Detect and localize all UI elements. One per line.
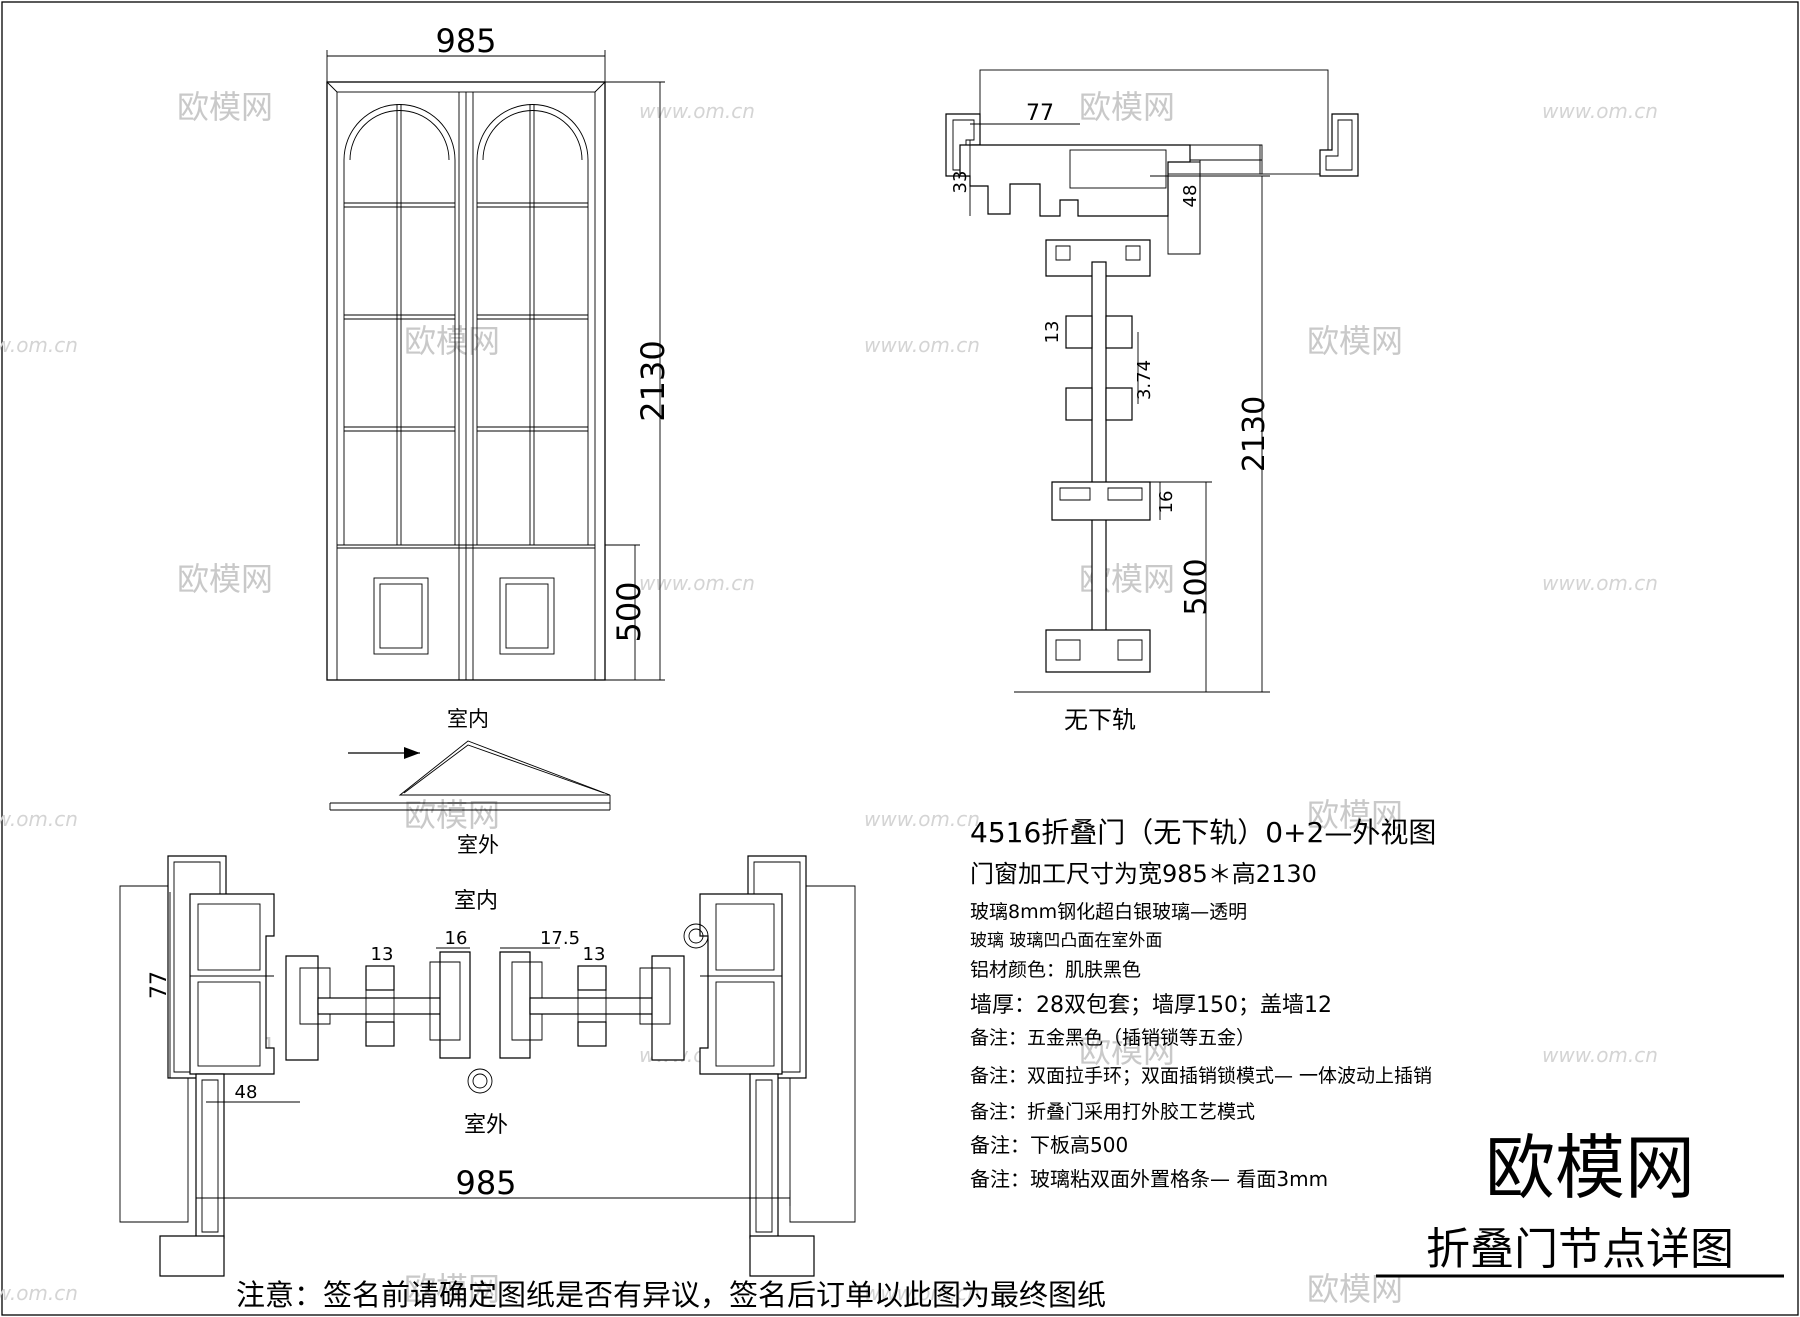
note-line-3: 玻璃8mm钢化超白银玻璃—透明	[970, 901, 1247, 923]
note-line-9: 备注：折叠门采用打外胶工艺模式	[970, 1101, 1255, 1123]
elevation-width-dim: 985	[435, 22, 496, 60]
notes-block: 4516折叠门（无下轨）0+2—外视图 门窗加工尺寸为宽985＊高2130 玻璃…	[970, 816, 1436, 1191]
watermark-url: www.om.cn	[864, 1281, 980, 1305]
watermark-brand: 欧模网	[404, 796, 500, 834]
vsec-dim-33: 33	[950, 171, 971, 194]
note-line-7: 备注：五金黑色（插销锁等五金）	[970, 1027, 1255, 1049]
title-brand: 欧模网	[1485, 1127, 1695, 1209]
plan-dim-175: 17.5	[540, 928, 580, 949]
watermark-brand: 欧模网	[404, 1270, 500, 1308]
watermark-brand: 欧模网	[1307, 796, 1403, 834]
watermark-brand: 欧模网	[177, 88, 273, 126]
vsec-dim-13: 13	[1042, 321, 1063, 344]
lock-ring-icon	[467, 1068, 493, 1094]
note-line-11: 备注：玻璃粘双面外置格条— 看面3mm	[970, 1167, 1328, 1191]
title-text: 折叠门节点详图	[1426, 1224, 1734, 1275]
plan-dim-77: 77	[147, 971, 172, 999]
watermark-url: www.om.cn	[0, 807, 78, 831]
fold-outside-label: 室外	[457, 833, 499, 857]
footer-note: 注意：签名前请确定图纸是否有异议，签名后订单以此图为最终图纸	[236, 1278, 1106, 1312]
note-line-10: 备注：下板高500	[970, 1133, 1128, 1157]
plan-dim-48: 48	[235, 1082, 258, 1103]
watermark-url: www.om.cn	[0, 1281, 78, 1305]
fold-inside-label: 室内	[447, 707, 489, 731]
watermark-layer: 欧模网 www.om.cn 欧模网 www.om.cn www.om.cn 欧模网 www.…	[0, 88, 1658, 1308]
title-block: 欧模网 折叠门节点详图	[1376, 1127, 1784, 1278]
watermark-url: www.om.cn	[639, 99, 755, 123]
vsec-dim-77: 77	[1026, 101, 1054, 126]
note-line-2: 门窗加工尺寸为宽985＊高2130	[970, 860, 1317, 888]
vsec-dim-500: 500	[1179, 558, 1214, 615]
vsec-dim-48: 48	[1180, 185, 1201, 208]
fold-diagram: 室内 室外	[329, 707, 611, 857]
vsec-dim-2130: 2130	[1237, 396, 1272, 472]
plan-dim-13a: 13	[371, 944, 394, 965]
plan-dim-985: 985	[455, 1164, 516, 1202]
watermark-brand: 欧模网	[404, 322, 500, 360]
elevation-panel-dim: 500	[610, 581, 648, 642]
vsec-caption: 无下轨	[1064, 706, 1136, 734]
plan-section: 室内 室外 77 16 17.5 13 13 48 985	[119, 855, 856, 1277]
vsec-dim-374: 3.74	[1134, 360, 1155, 400]
note-line-5: 铝材颜色：肌肤黑色	[970, 959, 1141, 981]
door-elevation: 985	[326, 22, 672, 681]
watermark-url: www.om.cn	[1542, 1043, 1658, 1067]
elevation-height-dim: 2130	[634, 340, 672, 421]
direction-arrow-icon	[404, 747, 420, 759]
plan-inside-label: 室内	[454, 889, 498, 914]
watermark-brand: 欧模网	[1307, 322, 1403, 360]
watermark-url: www.om.cn	[1542, 99, 1658, 123]
vertical-section: 77 33 48 13 3.74 16 2130	[945, 69, 1359, 734]
note-line-8: 备注：双面拉手环；双面插销锁模式— 一体波动上插销	[970, 1065, 1432, 1087]
watermark-brand: 欧模网	[177, 560, 273, 598]
watermark-url: www.om.cn	[864, 807, 980, 831]
watermark-url: www.om.cn	[1542, 571, 1658, 595]
note-line-6: 墙厚：28双包套；墙厚150；盖墙12	[970, 993, 1332, 1018]
note-line-4: 玻璃 玻璃凹凸面在室外面	[970, 931, 1162, 951]
watermark-brand: 欧模网	[1079, 1032, 1175, 1070]
plan-dim-13b: 13	[583, 944, 606, 965]
watermark-url: www.om.cn	[639, 571, 755, 595]
plan-dim-16: 16	[445, 928, 468, 949]
watermark-brand: 欧模网	[1079, 88, 1175, 126]
handle-ring-icon	[683, 923, 709, 949]
note-line-1: 4516折叠门（无下轨）0+2—外视图	[970, 816, 1436, 849]
watermark-url: www.om.cn	[864, 333, 980, 357]
watermark-url: www.om.cn	[0, 333, 78, 357]
plan-outside-label: 室外	[464, 1113, 508, 1138]
vsec-dim-16: 16	[1156, 491, 1177, 514]
